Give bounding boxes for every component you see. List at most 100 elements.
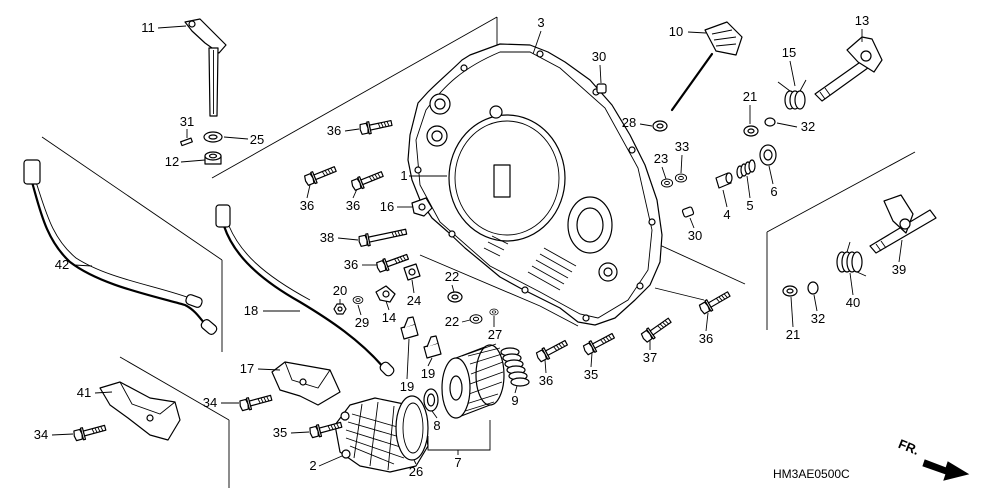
callout-32: 32 <box>811 311 825 326</box>
snap-ring <box>764 117 776 127</box>
washer-hole <box>208 134 218 140</box>
bracket-17 <box>271 361 341 406</box>
leader-41 <box>94 391 113 394</box>
callout-3: 3 <box>537 15 544 30</box>
washer <box>469 314 483 324</box>
bolt-hole <box>628 146 636 154</box>
leader-2 <box>318 455 343 467</box>
leader-19-left <box>406 338 410 380</box>
callout-10: 10 <box>669 24 683 39</box>
washer <box>674 173 688 183</box>
callout-42: 42 <box>55 257 69 272</box>
callout-15: 15 <box>782 45 796 60</box>
crankcase-cover <box>407 43 663 326</box>
callout-34: 34 <box>203 395 217 410</box>
callout-36: 36 <box>539 373 553 388</box>
front-label: FR. <box>896 436 921 458</box>
callout-29: 29 <box>355 315 369 330</box>
o-ring-8 <box>423 388 439 412</box>
cover-boss-top <box>489 105 503 119</box>
washer-22-upper <box>447 291 463 303</box>
harness-plug <box>200 319 218 335</box>
washer-21-lower <box>782 285 798 297</box>
callout-16: 16 <box>380 199 394 214</box>
bracket-fold <box>119 381 176 415</box>
bracket-plate <box>99 381 181 441</box>
callout-30: 30 <box>592 49 606 64</box>
spring-coil <box>748 159 756 173</box>
nut-20 <box>333 303 347 315</box>
bolt-hole <box>536 50 544 58</box>
washer-23 <box>660 178 674 188</box>
callout-21: 21 <box>743 89 757 104</box>
diagram-code: HM3AE0500C <box>773 467 850 481</box>
callout-5: 5 <box>746 198 753 213</box>
bolt-36 <box>534 336 570 364</box>
bolt-hole <box>636 282 644 290</box>
callout-36: 36 <box>327 123 341 138</box>
leader-5 <box>746 175 751 199</box>
bolt-37 <box>639 314 674 345</box>
callout-25: 25 <box>250 132 264 147</box>
frame-line-top <box>211 16 498 179</box>
bolt-hole <box>582 314 590 322</box>
leader-38 <box>337 237 359 241</box>
bracket-hole <box>299 378 307 386</box>
spring-arm <box>846 241 867 277</box>
harness-42 <box>23 159 218 335</box>
callout-26: 26 <box>409 464 423 479</box>
leader-11 <box>157 25 187 29</box>
plug-end <box>725 172 733 184</box>
bolt-36 <box>349 167 386 193</box>
pin-30-upper <box>596 83 607 94</box>
shift-rod-assembly <box>184 18 227 117</box>
clip-14 <box>375 285 396 303</box>
filter-hole <box>449 375 463 401</box>
washer <box>743 125 759 137</box>
harness-connector <box>23 159 41 185</box>
cover-ribs <box>527 247 577 291</box>
spring-15 <box>777 79 807 110</box>
washer-21-upper <box>743 125 759 137</box>
leader-32-upper <box>776 122 798 128</box>
shaft-arm-hub <box>899 218 911 230</box>
clip-hole <box>418 203 426 211</box>
callout-23: 23 <box>654 151 668 166</box>
plug-19-left <box>400 316 419 340</box>
seal-hole <box>208 153 218 159</box>
leader-22-lower <box>461 319 471 323</box>
callout-19: 19 <box>400 379 414 394</box>
leader-6 <box>768 165 774 185</box>
callout-36: 36 <box>344 257 358 272</box>
bolt-36 <box>302 162 339 188</box>
harness-wire <box>222 224 386 370</box>
callout-4: 4 <box>723 207 730 222</box>
leader-36-c <box>352 188 358 199</box>
oil-filler-hole <box>434 98 446 110</box>
harness-connector <box>215 204 231 228</box>
washer <box>782 285 798 297</box>
leader-29 <box>357 304 362 316</box>
leader-3 <box>532 30 542 55</box>
leader-36-e <box>705 312 709 332</box>
shaft-13 <box>814 36 883 102</box>
oil-filter-7 <box>441 343 505 419</box>
shaft-39 <box>869 194 937 254</box>
frame-line-left <box>41 136 223 261</box>
bolt-36 <box>697 288 733 316</box>
ring-32-upper <box>764 117 776 127</box>
cover-flange <box>415 51 653 319</box>
leader-22-upper <box>451 284 455 293</box>
cover-fins-cross <box>353 401 395 471</box>
callout-36: 36 <box>699 331 713 346</box>
leader-10 <box>687 31 707 34</box>
ring-32-lower <box>807 281 819 295</box>
spring-40 <box>836 241 867 277</box>
gasket-26 <box>395 395 429 461</box>
cover-ribs-left <box>483 235 509 257</box>
leader-23 <box>661 166 667 180</box>
callout-1: 1 <box>400 168 407 183</box>
plug-hex <box>400 323 419 340</box>
leader-28 <box>639 123 653 127</box>
